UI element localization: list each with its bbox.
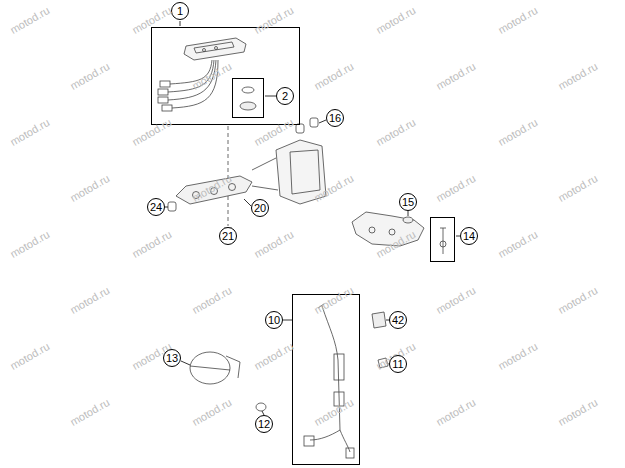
part-group-box: 2 (232, 78, 264, 118)
speedometer-face (194, 42, 234, 53)
callout-number: 2 (276, 87, 294, 105)
watermark: motod.ru (434, 60, 478, 92)
headlight-bracket (252, 158, 278, 190)
watermark: motod.ru (496, 116, 540, 148)
nut (256, 403, 266, 411)
callout-number: 10 (265, 311, 283, 329)
watermark: motod.ru (252, 116, 296, 148)
ring (242, 87, 254, 93)
speedometer (184, 38, 246, 60)
part-group-box: 12 (151, 27, 300, 125)
connector (158, 97, 168, 103)
watermark: motod.ru (190, 60, 234, 92)
nut (440, 241, 446, 247)
leader-lines (165, 21, 460, 415)
callout-number: 13 (163, 349, 181, 367)
callout-number: 14 (460, 227, 478, 245)
cable-holder (190, 356, 240, 378)
harness-plug (346, 448, 354, 458)
speedometer-button (215, 47, 218, 50)
bracket-hole (389, 229, 395, 235)
watermark: motod.ru (556, 396, 600, 428)
connector (158, 89, 168, 95)
callout-number: 12 (255, 415, 273, 433)
watermark: motod.ru (556, 172, 600, 204)
connector (160, 81, 170, 87)
bracket-hole (369, 227, 375, 233)
bolt (440, 228, 446, 254)
wiring-harness (310, 430, 350, 452)
watermark: motod.ru (496, 340, 540, 372)
callout-number: 42 (389, 311, 407, 329)
speedometer-button (203, 49, 206, 52)
watermark: motod.ru (8, 340, 52, 372)
harness-plug (304, 436, 314, 446)
watermark: motod.ru (496, 228, 540, 260)
watermark: motod.ru (374, 4, 418, 36)
watermark: motod.ru (190, 396, 234, 428)
bushing (296, 124, 304, 133)
part-group-box: 10 (292, 294, 360, 465)
watermark: motod.ru (190, 284, 234, 316)
watermark: motod.ru (496, 4, 540, 36)
callout-number: 16 (326, 109, 344, 127)
watermark: motod.ru (68, 396, 112, 428)
bushing (168, 202, 176, 211)
harness-plug (334, 354, 344, 380)
watermark: motod.ru (556, 60, 600, 92)
watermark: motod.ru (374, 116, 418, 148)
watermark: motod.ru (252, 340, 296, 372)
grommet (403, 217, 413, 223)
watermark: motod.ru (556, 284, 600, 316)
cover (372, 312, 386, 328)
callout-number: 15 (399, 193, 417, 211)
bushing (310, 118, 318, 127)
watermark: motod.ru (434, 172, 478, 204)
watermark: motod.ru (68, 284, 112, 316)
callout-number: 11 (389, 355, 407, 373)
watermark: motod.ru (434, 284, 478, 316)
part-group-box: 14 (430, 217, 455, 262)
watermark: motod.ru (312, 60, 356, 92)
watermark: motod.ru (68, 60, 112, 92)
watermark: motod.ru (252, 228, 296, 260)
callout-number: 21 (219, 227, 237, 245)
watermark: motod.ru (130, 228, 174, 260)
watermark: motod.ru (434, 396, 478, 428)
watermark: motod.ru (8, 4, 52, 36)
rubber-grommet (240, 102, 256, 110)
headlight-bracket (290, 150, 320, 194)
watermark: motod.ru (252, 4, 296, 36)
watermark: motod.ru (8, 116, 52, 148)
callout-number: 1 (171, 2, 189, 20)
callout-number: 24 (147, 198, 165, 216)
watermark: motod.ru (8, 228, 52, 260)
watermark: motod.ru (68, 172, 112, 204)
connector (162, 105, 172, 111)
callout-number: 20 (251, 199, 269, 217)
watermark: motod.ru (312, 284, 356, 316)
